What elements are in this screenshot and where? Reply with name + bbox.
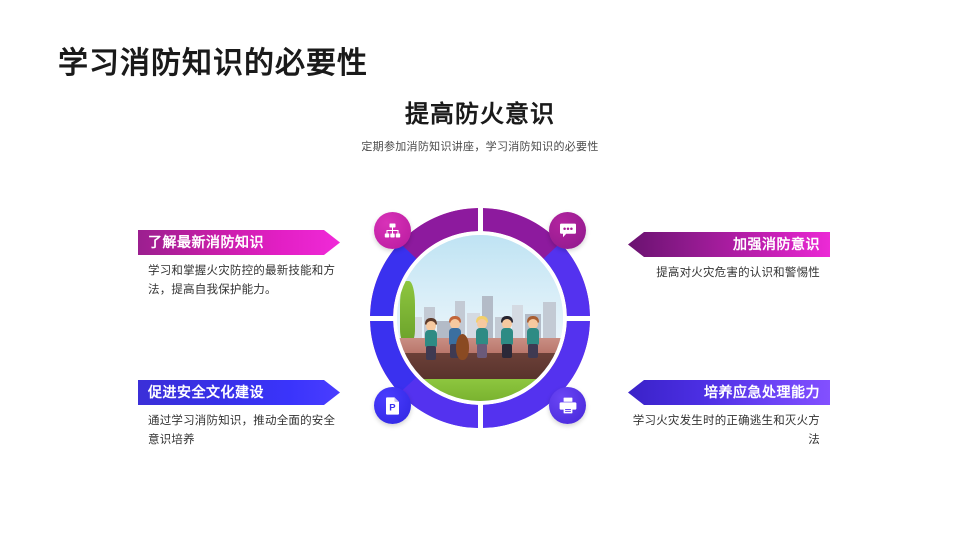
item-top-right-label[interactable]: 加强消防意识: [628, 232, 830, 257]
center-heading-block: 提高防火意识 定期参加消防知识讲座，学习消防知识的必要性: [280, 100, 680, 155]
photo-figure-1: [424, 317, 438, 360]
center-heading-subtitle: 定期参加消防知识讲座，学习消防知识的必要性: [361, 141, 599, 153]
item-bottom-right-label[interactable]: 培养应急处理能力: [628, 380, 830, 405]
center-heading-title: 提高防火意识: [405, 101, 555, 128]
item-top-right-description: 提高对火灾危害的认识和警惕性: [656, 267, 820, 279]
item-top-left[interactable]: 了解最新消防知识 学习和掌握火灾防控的最新技能和方法，提高自我保护能力。: [138, 230, 340, 300]
item-bottom-right-description: 学习火灾发生时的正确逃生和灭火方法: [632, 415, 820, 446]
chat-bubble-icon: [559, 223, 577, 239]
item-bottom-right[interactable]: 培养应急处理能力 学习火灾发生时的正确逃生和灭火方法: [628, 380, 830, 450]
item-top-right[interactable]: 加强消防意识 提高对火灾危害的认识和警惕性: [628, 232, 830, 283]
badge-top-left[interactable]: [374, 212, 411, 249]
page-title: 学习消防知识的必要性: [58, 47, 368, 80]
svg-text:P: P: [389, 402, 396, 413]
badge-bottom-right[interactable]: [549, 387, 586, 424]
photo-figure-5: [526, 315, 540, 358]
photo-tree: [400, 281, 416, 342]
photo-grass: [397, 379, 563, 401]
printer-icon: [559, 397, 577, 414]
center-circle-graphic: P: [366, 204, 594, 432]
org-chart-icon: [384, 223, 401, 239]
item-top-left-description: 学习和掌握火灾防控的最新技能和方法，提高自我保护能力。: [148, 265, 336, 296]
badge-bottom-left[interactable]: P: [374, 387, 411, 424]
item-bottom-left-label[interactable]: 促进安全文化建设: [138, 380, 340, 405]
center-photo: [397, 235, 563, 401]
photo-figure-2: [448, 315, 470, 360]
photo-figure-3: [475, 315, 489, 358]
photo-figure-4: [500, 315, 514, 358]
item-bottom-left[interactable]: 促进安全文化建设 通过学习消防知识，推动全面的安全意识培养: [138, 380, 340, 450]
item-bottom-left-description: 通过学习消防知识，推动全面的安全意识培养: [148, 415, 336, 446]
item-top-left-label[interactable]: 了解最新消防知识: [138, 230, 340, 255]
presentation-file-icon: P: [385, 396, 400, 415]
badge-top-right[interactable]: [549, 212, 586, 249]
